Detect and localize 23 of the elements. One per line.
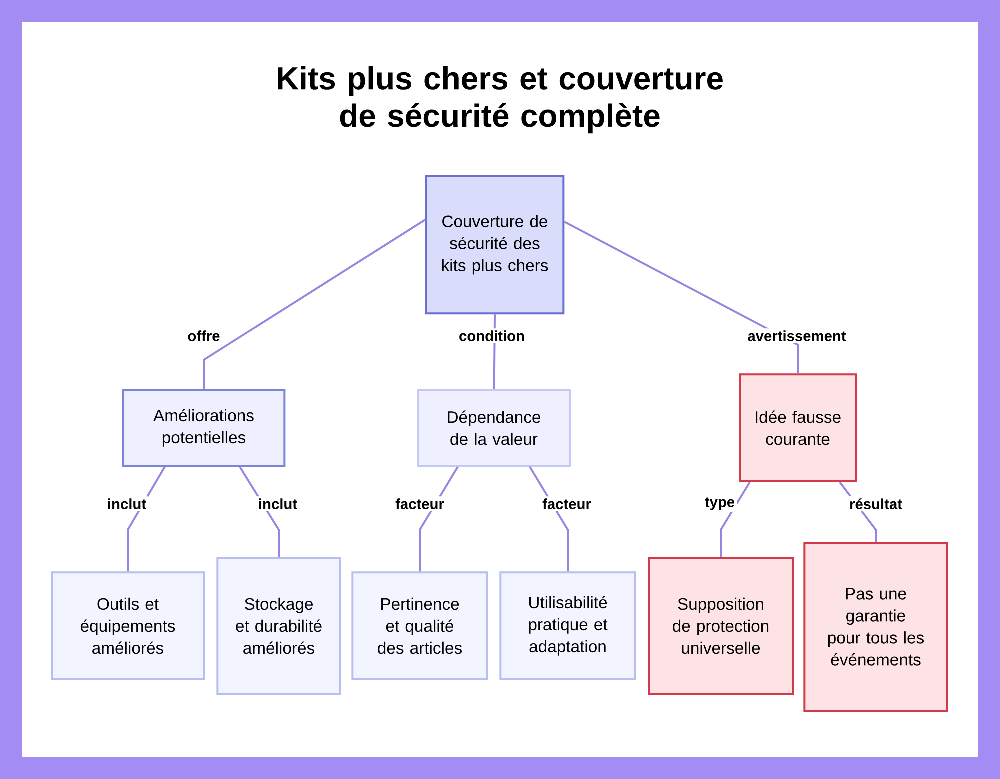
concept-box: Utilisabilité pratique et adaptation: [500, 572, 636, 680]
connector-line: [564, 221, 799, 374]
concept-box: Dépendance de la valeur: [417, 389, 571, 467]
concept-box: Supposition de protection universelle: [648, 557, 794, 695]
edge-label: type: [702, 496, 738, 512]
edge-label: inclut: [105, 496, 149, 512]
concept-box: Pertinence et qualité des articles: [352, 572, 488, 680]
concept-box: Outils et équipements améliorés: [51, 572, 205, 680]
edge-label: condition: [457, 328, 527, 344]
edge-label: facteur: [540, 496, 594, 512]
edge-label: offre: [186, 328, 222, 344]
connector-line: [203, 219, 426, 389]
concept-box: Couverture de sécurité des kits plus chers: [425, 175, 565, 315]
edge-label: inclut: [256, 496, 300, 512]
concept-box: Améliorations potentielles: [122, 389, 286, 467]
title: Kits plus chers et couverture de sécurité complète: [278, 66, 723, 134]
connector-line: [720, 482, 751, 557]
concept-box: Pas une garantie pour tous les événements: [804, 542, 948, 712]
concept-box: Idée fausse courante: [739, 374, 857, 482]
edge-label: facteur: [394, 496, 446, 512]
edge-label: résultat: [848, 496, 904, 512]
concept-box: Stockage et durabilité améliorés: [216, 557, 342, 695]
edge-label: avertissement: [746, 328, 848, 344]
